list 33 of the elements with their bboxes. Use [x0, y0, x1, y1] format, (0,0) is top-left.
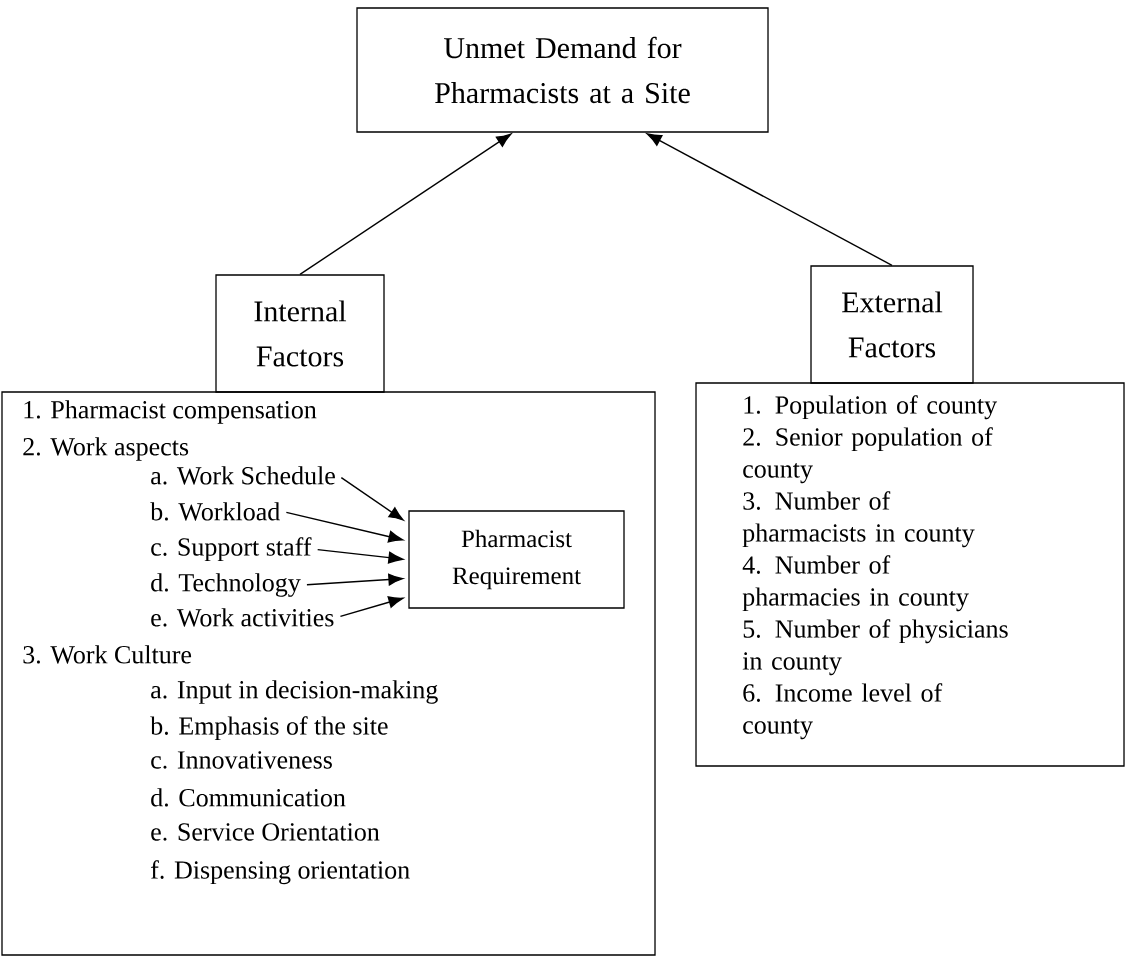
list-item: c. Innovativeness	[151, 751, 332, 769]
factor-box: Pharmacist Requirement	[408, 510, 625, 609]
arrow	[285, 511, 404, 543]
list-item: b. Workload	[150, 502, 280, 521]
arrow	[340, 477, 404, 521]
list-item: b. Emphasis of the site	[150, 716, 388, 741]
list-item: 2. Senior population of county	[743, 427, 993, 484]
list-item: d. Communication	[151, 788, 346, 807]
arrow	[306, 573, 404, 586]
list-item: c. Support staff	[151, 537, 312, 562]
list-item: a. Input in decision-making	[151, 680, 438, 704]
list-box	[695, 382, 1125, 767]
list-item: 4. Number of pharmacies in county	[742, 555, 969, 612]
list-item: f. Dispensing orientation	[151, 860, 410, 885]
list-box	[1, 391, 656, 956]
arrow	[646, 133, 893, 267]
list-item: 3. Number of pharmacists in county	[742, 491, 975, 548]
list-item: e. Service Orientation	[151, 823, 380, 841]
list-item: a. Work Schedule	[151, 466, 335, 485]
list-item: 2. Work aspects	[23, 437, 189, 461]
arrow	[316, 548, 404, 564]
arrow	[339, 596, 404, 617]
list-item: e. Work activities	[151, 608, 334, 627]
factor-box: External Factors	[810, 265, 974, 384]
list-item: 1. Pharmacist compensation	[24, 400, 317, 424]
list-item: 1. Population of county	[744, 395, 998, 420]
list-item: 5. Number of physicians in county	[742, 619, 1008, 676]
list-item: 6. Income level of county	[743, 683, 943, 740]
factor-box: Unmet Demand for Pharmacists at a Site	[356, 7, 769, 133]
list-item: d. Technology	[151, 573, 301, 597]
list-item: 3. Work Culture	[23, 645, 192, 664]
factor-box: Internal Factors	[215, 274, 385, 393]
arrow	[299, 133, 512, 276]
